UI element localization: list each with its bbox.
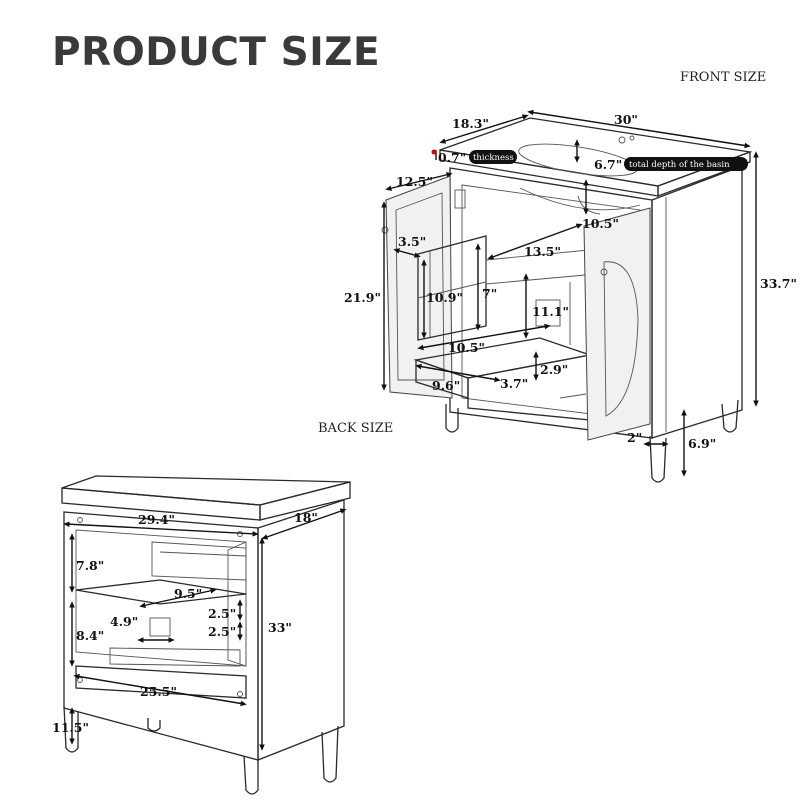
dim-width: 30": [614, 112, 638, 127]
dim-thickness: 0.7": [438, 150, 466, 165]
dim-inner-width: 13.5": [524, 244, 561, 259]
dim-back-width: 29.4": [138, 512, 175, 527]
pill-basin-text: total depth of the basin: [629, 160, 730, 170]
dim-leg-height: 6.9": [688, 436, 716, 451]
dim-drain: 10.5": [582, 216, 619, 231]
dim-drawer-depth: 3.7": [500, 376, 528, 391]
dim-drawer-top: 10.5": [448, 340, 485, 355]
back-leg-left: [63, 705, 79, 753]
back-size-label: BACK SIZE: [318, 421, 394, 436]
back-leg-center: [243, 755, 259, 795]
dim-back-shelf: 9.5": [174, 586, 202, 601]
dim-shelf-depth: 3.5": [398, 234, 426, 249]
dim-back-depth: 18": [294, 510, 318, 525]
dim-center-height: 11.1": [532, 304, 569, 319]
dim-leg-width: 2": [627, 430, 642, 445]
dim-back-leg: 11.5": [52, 720, 89, 735]
dim-shelf-gap: 7": [482, 286, 497, 301]
page-title: PRODUCT SIZE: [52, 30, 381, 75]
dim-height: 33.7": [760, 276, 797, 291]
basin-depth-pill: total depth of the basin: [624, 157, 748, 171]
front-dimensions: [381, 109, 759, 477]
dim-back-small: 4.9": [110, 614, 138, 629]
dim-back-height: 33": [268, 620, 292, 635]
dim-drawer-width: 9.6": [432, 378, 460, 393]
back-dimensions: [63, 508, 347, 751]
dim-door-width: 12.5": [396, 174, 433, 189]
dim-depth: 18.3": [452, 116, 489, 131]
dim-back-bottom-width: 25.5": [140, 684, 177, 699]
dim-basin: 6.7": [594, 157, 622, 172]
dim-shelf-height: 10.9": [426, 290, 463, 305]
dim-line-width: [527, 109, 751, 149]
dim-line-depth: [439, 114, 529, 144]
dim-back-slot1: 2.5": [208, 606, 236, 621]
dim-line-back-width: [63, 521, 259, 537]
right-door: [583, 207, 651, 441]
front-leg-left: [445, 404, 459, 433]
dim-door-height: 21.9": [344, 290, 381, 305]
front-leg-right: [649, 435, 667, 483]
dim-back-slot2: 2.5": [208, 624, 236, 639]
pill-thickness-text: thickness: [473, 153, 514, 163]
dim-drawer-height: 2.9": [540, 362, 568, 377]
dim-back-upper: 7.8": [76, 558, 104, 573]
front-size-label: FRONT SIZE: [680, 70, 767, 85]
thickness-pill: thickness: [469, 150, 517, 164]
dim-back-lower: 8.4": [76, 628, 104, 643]
